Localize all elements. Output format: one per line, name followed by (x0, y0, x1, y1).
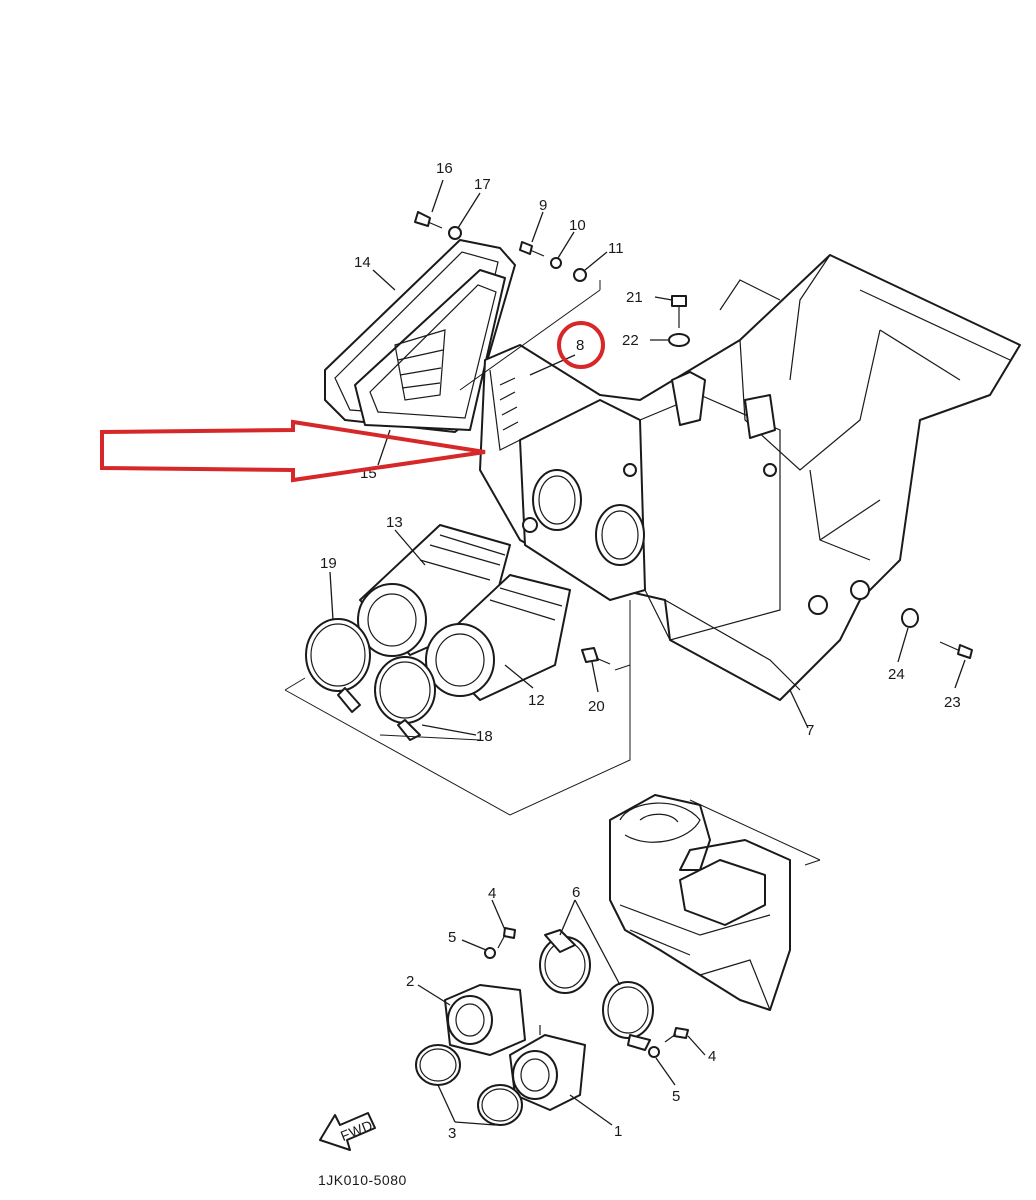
callout-20: 20 (588, 698, 605, 715)
callout-13: 13 (386, 514, 403, 531)
callout-8: 8 (576, 337, 584, 354)
callout-7: 7 (806, 722, 814, 739)
callout-1: 1 (614, 1123, 622, 1140)
o-rings (415, 1044, 523, 1126)
hose-clamps-lower (484, 927, 689, 1058)
callout-2: 2 (406, 973, 414, 990)
hardware-fasteners (414, 211, 973, 665)
callout-18: 18 (476, 728, 493, 745)
callout-6: 6 (572, 884, 580, 901)
callout-9: 9 (539, 197, 547, 214)
callout-14: 14 (354, 254, 371, 271)
fwd-label: FWD (338, 1117, 375, 1144)
callout-5-lower: 5 (672, 1088, 680, 1105)
carburetor-joints (444, 984, 586, 1111)
callout-22: 22 (622, 332, 639, 349)
callout-10: 10 (569, 217, 586, 234)
group-brackets (284, 280, 821, 866)
callout-19: 19 (320, 555, 337, 572)
callout-23: 23 (944, 694, 961, 711)
callout-5-upper: 5 (448, 929, 456, 946)
callout-24: 24 (888, 666, 905, 683)
callout-21: 21 (626, 289, 643, 306)
air-filter-cover (324, 239, 516, 433)
highlight-circle-part-8 (557, 321, 605, 369)
callout-17: 17 (474, 176, 491, 193)
air-box-joints (357, 524, 571, 701)
callout-11: 11 (608, 240, 624, 257)
highlight-annotations (100, 321, 605, 483)
callout-3: 3 (448, 1125, 456, 1142)
engine-outline (609, 794, 791, 1011)
callout-12: 12 (528, 692, 545, 709)
reference-code: 1JK010-5080 (318, 1172, 407, 1188)
highlight-arrow (100, 419, 486, 483)
hose-clamps-upper (305, 618, 436, 741)
callout-16: 16 (436, 160, 453, 177)
callout-4-upper: 4 (488, 885, 496, 902)
air-box-case (479, 254, 1021, 701)
fwd-arrow-icon: FWD (319, 1112, 376, 1151)
callout-4-lower: 4 (708, 1048, 716, 1065)
